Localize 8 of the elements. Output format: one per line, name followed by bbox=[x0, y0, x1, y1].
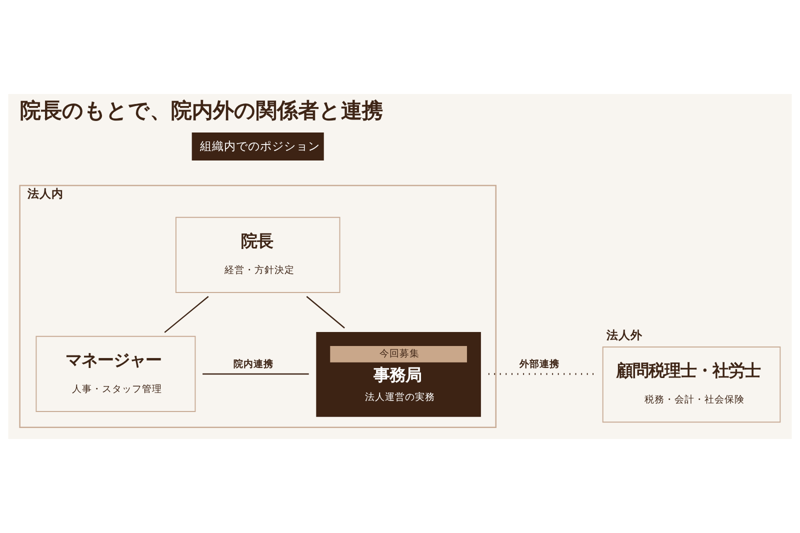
connector bbox=[202, 373, 309, 375]
connector bbox=[164, 296, 209, 333]
node-label: 法人外 bbox=[606, 328, 643, 342]
connector bbox=[306, 296, 345, 329]
diagram-title: 院長のもとで、院内外の関係者と連携 bbox=[20, 98, 383, 123]
edge-label: 外部連携 bbox=[519, 359, 560, 370]
label: 組織内でのポジション bbox=[200, 138, 320, 153]
edge-label: 院内連携 bbox=[234, 359, 274, 370]
